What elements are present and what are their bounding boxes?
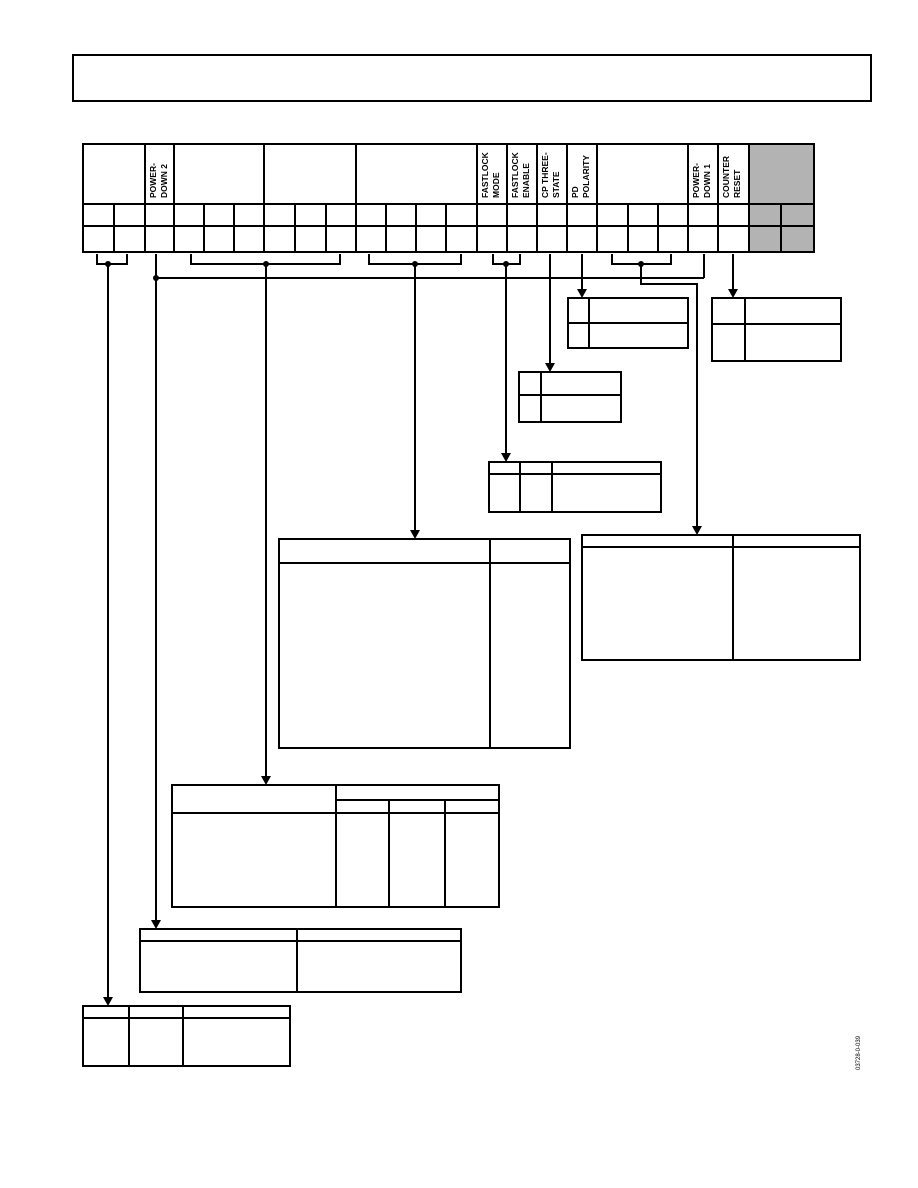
- middle-field-table: [278, 538, 571, 749]
- register-table: [82, 143, 815, 253]
- power-down-mode-table: [581, 534, 861, 661]
- page-header-box: [72, 54, 872, 102]
- power-down-2-table: [139, 928, 462, 993]
- label-cp-three-state: CP THREE- STATE: [540, 150, 561, 198]
- label-power-down-1: POWER- DOWN 1: [691, 161, 712, 198]
- control-bits-table: [82, 1005, 291, 1067]
- figure-id: 03728-0-039: [856, 1035, 862, 1070]
- fastlock-table: [488, 461, 662, 513]
- cp-three-state-table: [518, 371, 622, 423]
- label-pd-polarity: PD POLARITY: [570, 155, 591, 198]
- label-power-down-2: POWER- DOWN 2: [148, 161, 169, 198]
- counter-reset-table: [711, 297, 842, 362]
- label-counter-reset: COUNTER RESET: [721, 154, 742, 198]
- label-fastlock-enable: FASTLOCK ENABLE: [510, 150, 531, 198]
- label-fastlock-mode: FASTLOCK MODE: [480, 150, 501, 198]
